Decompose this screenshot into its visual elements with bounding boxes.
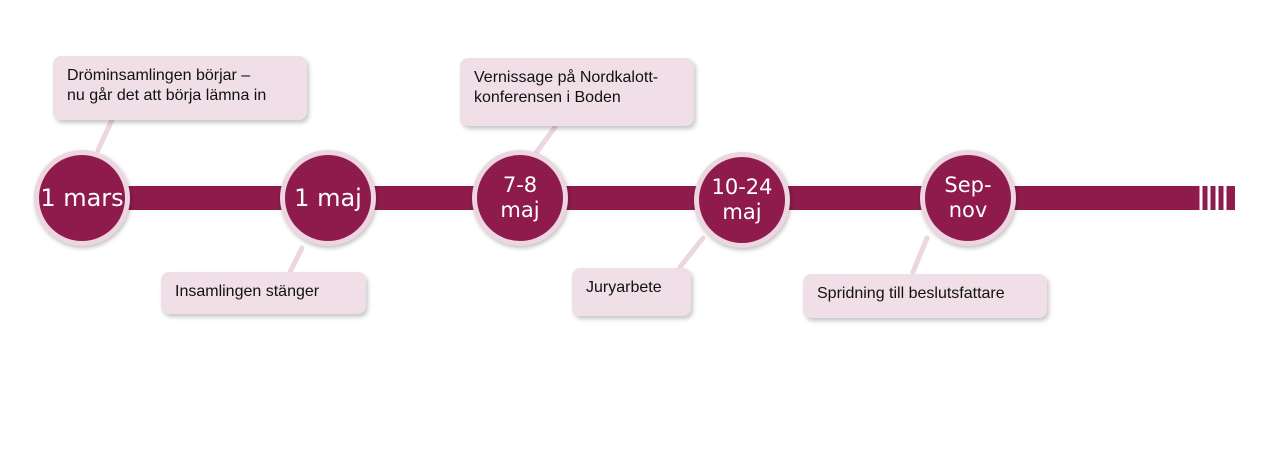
event-label-1: Dröminsamlingen börjar – nu går det att … bbox=[53, 56, 307, 120]
connectors bbox=[95, 117, 930, 275]
event-date-2: 1 maj bbox=[280, 150, 376, 246]
event-date-1: 1 mars bbox=[34, 150, 130, 246]
connector-1 bbox=[95, 117, 115, 153]
event-label-3: Vernissage på Nordkalott- konferensen i … bbox=[460, 58, 694, 126]
connector-2 bbox=[287, 245, 305, 275]
timeline-end-marks bbox=[1199, 162, 1227, 232]
connector-3 bbox=[533, 124, 558, 156]
timeline-bar bbox=[75, 186, 1235, 210]
connector-4 bbox=[677, 235, 706, 270]
event-date-5: Sep- nov bbox=[920, 150, 1016, 246]
event-label-2: Insamlingen stänger bbox=[161, 272, 366, 314]
event-date-4: 10-24 maj bbox=[694, 152, 790, 248]
event-date-3: 7-8 maj bbox=[472, 150, 568, 246]
connector-5 bbox=[910, 235, 930, 275]
event-label-5: Spridning till beslutsfattare bbox=[803, 274, 1047, 318]
event-label-4: Juryarbete bbox=[572, 268, 691, 316]
